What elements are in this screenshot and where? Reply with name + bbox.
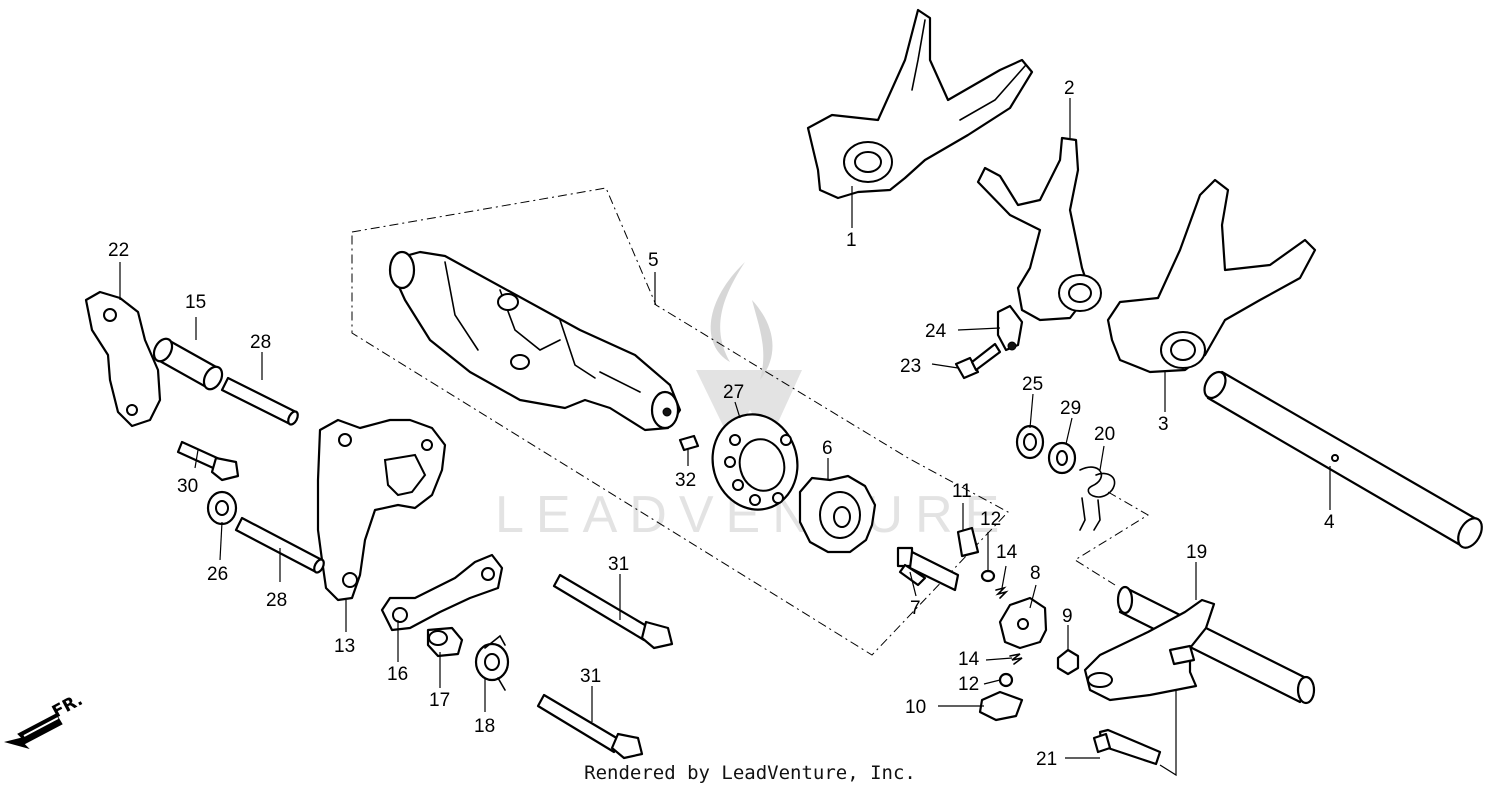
pin-32 (678, 434, 700, 452)
callout-16: 16 (387, 664, 408, 685)
callout-14b: 14 (958, 649, 980, 670)
callout-22: 22 (108, 240, 129, 261)
callout-9: 9 (1062, 606, 1073, 627)
shift-fork-2 (976, 136, 1102, 322)
credit-line: Rendered by LeadVenture, Inc. (584, 762, 916, 784)
callout-23: 23 (900, 356, 921, 377)
stopper-plate-13 (316, 418, 447, 602)
pin-bolt-7 (896, 546, 960, 592)
collar-17 (426, 626, 464, 658)
washer-29 (1047, 441, 1077, 475)
bolt-30 (176, 440, 240, 482)
callout-19: 19 (1186, 542, 1207, 563)
nut-9 (1056, 648, 1080, 676)
callout-12a: 12 (980, 509, 1001, 530)
callout-31a: 31 (608, 554, 629, 575)
callout-32: 32 (675, 470, 696, 491)
callout-20: 20 (1094, 424, 1115, 445)
callout-17: 17 (429, 690, 450, 711)
fork-shaft-4 (1203, 370, 1483, 549)
bolt-21 (1092, 728, 1162, 766)
callout-11: 11 (952, 481, 972, 502)
roller-12a (980, 569, 996, 583)
spring-14b (1009, 653, 1023, 665)
washer-26 (206, 490, 238, 526)
dowel-pin-28b (234, 516, 325, 574)
stopper-arm-8 (998, 596, 1048, 650)
shift-fork-1 (806, 8, 1034, 200)
callout-10: 10 (905, 697, 926, 718)
callout-30: 30 (177, 476, 198, 497)
bolt-31a (552, 573, 674, 650)
callout-2: 2 (1064, 78, 1075, 99)
callout-25: 25 (1022, 374, 1043, 395)
leader-lines (119, 98, 1331, 777)
shift-arm-16 (380, 553, 504, 632)
callout-13: 13 (334, 636, 355, 657)
callout-5: 5 (648, 250, 659, 271)
callout-29: 29 (1060, 398, 1081, 419)
callout-28a: 28 (250, 332, 271, 353)
lock-plate-24 (996, 304, 1024, 352)
callout-4: 4 (1324, 512, 1335, 533)
callout-27: 27 (723, 382, 744, 403)
shift-fork-3 (1106, 178, 1317, 374)
callout-24: 24 (925, 321, 947, 342)
spring-outline (1074, 491, 1149, 586)
plate-22 (84, 290, 162, 428)
callout-28b: 28 (266, 590, 287, 611)
spring-18 (474, 634, 510, 691)
callout-3: 3 (1158, 414, 1169, 435)
collar-15 (152, 337, 224, 391)
shift-drum-5 (388, 250, 682, 432)
callout-26: 26 (207, 564, 228, 585)
bolt-31b (536, 693, 644, 760)
callout-7: 7 (910, 598, 921, 619)
star-plate-6 (798, 474, 877, 554)
callout-31b: 31 (580, 666, 601, 687)
dowel-pin-28a (220, 376, 299, 426)
bolt-23 (954, 342, 1002, 380)
bearing-27 (711, 413, 799, 511)
callout-15: 15 (185, 292, 206, 313)
roller-12b (998, 672, 1014, 688)
spring-14a (995, 586, 1009, 599)
callout-1: 1 (846, 230, 857, 251)
washer-25 (1015, 424, 1045, 460)
callout-18: 18 (474, 716, 495, 737)
return-spring-20 (1079, 466, 1116, 531)
block-11 (956, 526, 980, 558)
callout-21: 21 (1036, 749, 1057, 770)
callout-12b: 12 (958, 674, 979, 695)
shift-spindle-19 (1083, 585, 1316, 705)
front-direction-arrow-icon (4, 713, 63, 749)
watermark-logo (696, 262, 802, 440)
callout-8: 8 (1030, 563, 1041, 584)
drum-assembly-outline (351, 187, 1009, 656)
callout-14a: 14 (996, 542, 1018, 563)
callout-6: 6 (822, 438, 833, 459)
plate-10 (978, 690, 1024, 722)
